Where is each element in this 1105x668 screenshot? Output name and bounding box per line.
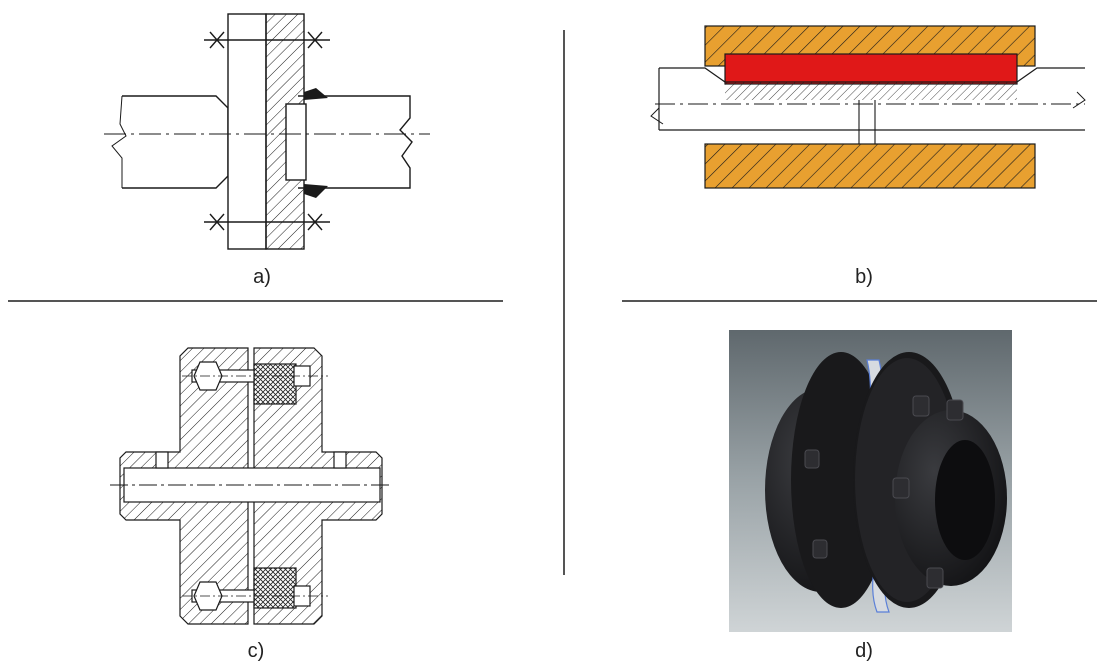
- caption-a: a): [253, 266, 271, 288]
- caption-c: c): [247, 640, 265, 662]
- panel-c-svg: [110, 347, 392, 625]
- panel-a-flange-coupling-drawing: [100, 8, 440, 253]
- horizontal-divider-left: [8, 300, 503, 302]
- panel-d-svg: [729, 330, 1012, 632]
- horizontal-divider-right: [622, 300, 1097, 302]
- panel-d-disc-coupling-render: [729, 330, 1012, 632]
- panel-b-svg: [650, 25, 1086, 189]
- panel-c-pin-coupling-drawing: [108, 342, 398, 632]
- caption-d: d): [855, 640, 873, 662]
- vertical-divider: [563, 30, 565, 575]
- caption-b: b): [855, 266, 873, 288]
- panel-a-svg: [104, 13, 430, 250]
- panel-b-sleeve-coupling-drawing: [645, 20, 1086, 195]
